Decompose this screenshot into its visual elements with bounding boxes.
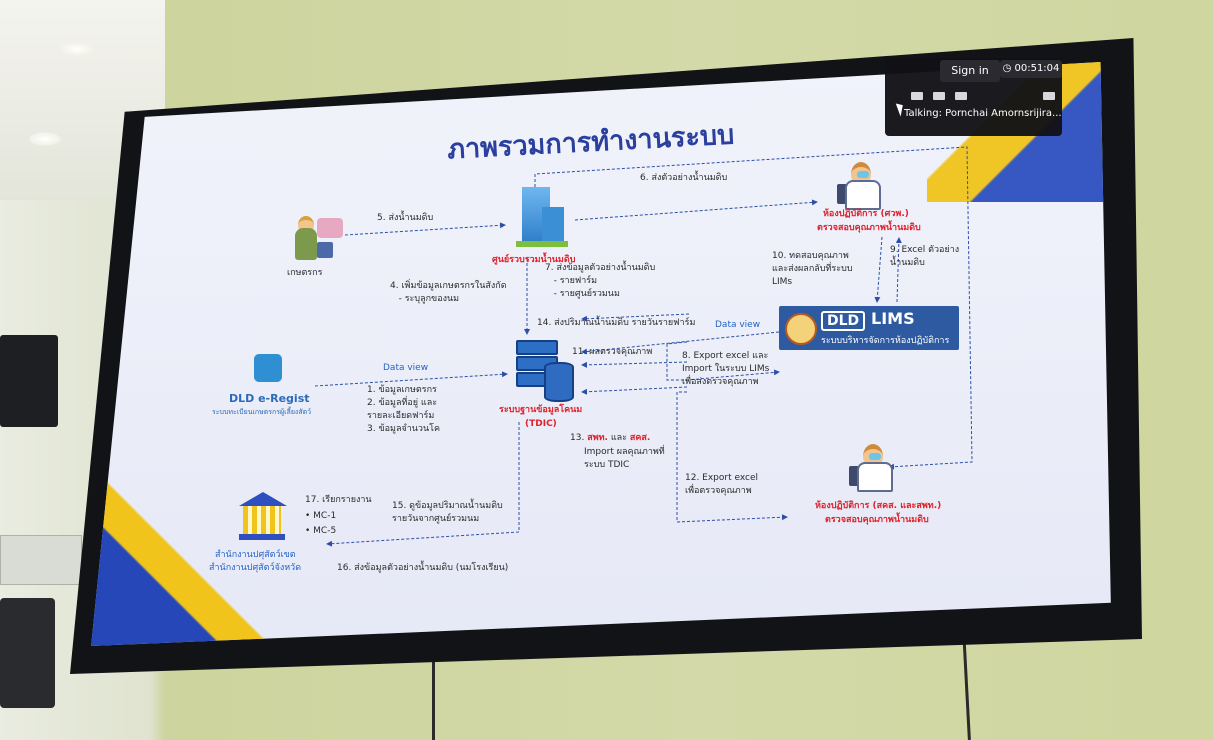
- step-10: 10. ทดสอบคุณภาพ และส่งผลกลับที่ระบบ LIMs: [772, 251, 853, 287]
- eregist-subtitle: ระบบทะเบียนเกษตรกรผู้เลี้ยงสัตว์: [212, 408, 312, 416]
- building-annex: [542, 207, 564, 245]
- farmer-node: [287, 214, 347, 269]
- report-mc5-label: MC-5: [313, 526, 337, 536]
- data-view-label-1: Data view: [383, 363, 429, 373]
- arrow-5: [344, 222, 506, 236]
- step-13-line1: 13. สพท. และ สคส.: [570, 432, 650, 445]
- office-columns: [243, 506, 281, 534]
- farmer-body: [295, 228, 317, 260]
- data-view-label-2: Data view: [715, 320, 761, 330]
- eregist-node: [222, 354, 322, 416]
- lab-bottom-sublabel: ตรวจสอบคุณภาพน้ำนมดิบ: [825, 515, 929, 525]
- view-grid-icon[interactable]: [955, 92, 967, 100]
- step-12: 12. Export excel เพื่อตรวจคุณภาพ: [685, 473, 759, 496]
- building-base: [516, 241, 568, 247]
- lims-badge: DLD: [821, 311, 866, 331]
- livestock-office-node: [237, 492, 289, 542]
- wall-speaker: [0, 335, 58, 427]
- lims-subtitle: ระบบบริหารจัดการห้องปฏิบัติการ: [821, 336, 950, 346]
- arrow-15: [326, 422, 520, 547]
- step-6: 6. ส่งตัวอย่างน้ำนมดิบ: [640, 173, 728, 183]
- step-17: 17. เรียกรายงาน: [305, 495, 372, 505]
- lab-coat: [845, 180, 881, 210]
- arrow-10: [895, 237, 902, 303]
- office-roof: [239, 492, 287, 506]
- lab-top-node: [837, 162, 893, 212]
- lab-top-label: ห้องปฏิบัติการ (ศวพ.): [823, 209, 909, 219]
- step-8: 8. Export excel และ Import ในระบบ LIMs เ…: [682, 351, 770, 387]
- database-label: ระบบฐานข้อมูลโคนม: [499, 405, 583, 415]
- farmer-label: เกษตรกร: [287, 268, 323, 278]
- step-14: 14. ส่งปริมาณน้ำนมดิบ รายวันรายฟาร์ม: [537, 318, 696, 328]
- view-split-icon[interactable]: [933, 92, 945, 100]
- ceiling-light: [60, 42, 94, 56]
- step-7: 7. ส่งข้อมูลตัวอย่างน้ำนมดิบ - รายฟาร์ม …: [545, 263, 656, 299]
- database-node: [512, 340, 574, 402]
- dld-seal-icon: [785, 313, 817, 345]
- arrow-data-view-2: [581, 331, 780, 355]
- step-13-number: 13.: [570, 433, 585, 443]
- arrow-center-to-lab: [574, 199, 818, 221]
- server-icon: [516, 340, 558, 355]
- database-icon: [544, 362, 574, 402]
- office-label-line2: สำนักงานปศุสัตว์จังหวัด: [209, 563, 302, 573]
- report-mc5: • MC-5: [305, 526, 337, 536]
- arrow-12: [676, 391, 788, 523]
- meeting-timer-value: 00:51:04: [1014, 63, 1060, 74]
- talking-indicator: Talking: Pornchai Amornsrijira...: [904, 108, 1062, 119]
- step-5: 5. ส่งน้ำนมดิบ: [377, 213, 434, 223]
- clock-icon: ◷: [1002, 63, 1015, 74]
- office-label-line1: สำนักงานปศุสัตว์เขต: [215, 550, 296, 560]
- arrow-9: [874, 236, 883, 303]
- database-sublabel: (TDIC): [525, 419, 557, 429]
- view-switcher: [893, 90, 1055, 104]
- eregist-logo-icon: [254, 354, 282, 382]
- lab-coat: [857, 462, 893, 492]
- sign-in-button[interactable]: Sign in: [940, 60, 1000, 82]
- lims-word: LIMS: [871, 309, 915, 328]
- corner-decoration-bottom-left: [91, 476, 267, 646]
- presentation-slide: ภาพรวมการทำงานระบบ เกษต: [91, 62, 1111, 646]
- arrow-6: [534, 146, 973, 470]
- lab-bottom-label: ห้องปฏิบัติการ (สคส. และสพท.): [815, 501, 942, 511]
- step-16: 16. ส่งข้อมูลตัวอย่างน้ำนมดิบ (นมโรงเรีย…: [337, 563, 509, 573]
- step-11: 11. ผลตรวจคุณภาพ: [572, 347, 653, 357]
- microscope-icon: [837, 184, 847, 204]
- arrow-14: [581, 313, 690, 322]
- lab-top-sublabel: ตรวจสอบคุณภาพน้ำนมดิบ: [817, 223, 921, 233]
- step-13-org1: สพท.: [587, 433, 608, 443]
- lab-bottom-node: [849, 444, 905, 494]
- report-mc1-label: MC-1: [313, 511, 337, 521]
- view-speaker-icon[interactable]: [911, 92, 923, 100]
- step-15: 15. ดูข้อมูลปริมาณน้ำนมดิบ รายวันจากศูนย…: [392, 501, 503, 524]
- arrow-8: [666, 341, 780, 381]
- step-13-and: และ: [610, 433, 628, 443]
- dld-lims-logo: DLD LIMS ระบบบริหารจัดการห้องปฏิบัติการ: [779, 306, 959, 350]
- mask-icon: [869, 453, 881, 460]
- arrow-11: [581, 361, 688, 368]
- milk-bucket-icon: [317, 242, 333, 258]
- air-conditioner: [0, 535, 82, 585]
- ceiling-light: [28, 132, 62, 146]
- office-base: [239, 534, 285, 540]
- flow-arrows: [314, 146, 973, 547]
- meeting-timer: ◷ 00:51:04: [1000, 60, 1062, 78]
- mask-icon: [857, 171, 869, 178]
- microscope-icon: [849, 466, 859, 486]
- report-mc1: • MC-1: [305, 511, 337, 521]
- step-13-org2: สคส.: [629, 433, 651, 443]
- eregist-name: DLD e-Regist: [229, 392, 310, 405]
- arrow-data-view-1: [314, 371, 508, 387]
- step-4: 4. เพิ่มข้อมูลเกษตรกรในสังกัด - ระบุลูกข…: [390, 281, 507, 304]
- step-9: 9. Excel ตัวอย่าง น้ำนมดิบ: [890, 245, 960, 268]
- cow-icon: [317, 218, 343, 238]
- steps-1-3: 1. ข้อมูลเกษตรกร 2. ข้อมูลที่อยู่ และ รา…: [367, 385, 440, 434]
- collection-center-label: ศูนย์รวบรวมน้ำนมดิบ: [492, 255, 576, 265]
- view-minimize-icon[interactable]: [1043, 92, 1055, 100]
- arrow-13: [581, 386, 688, 395]
- step-13-rest: Import ผลคุณภาพที่ ระบบ TDIC: [584, 447, 665, 470]
- cable: [432, 655, 435, 740]
- collection-center-node: [512, 187, 570, 252]
- old-monitor: [0, 598, 55, 708]
